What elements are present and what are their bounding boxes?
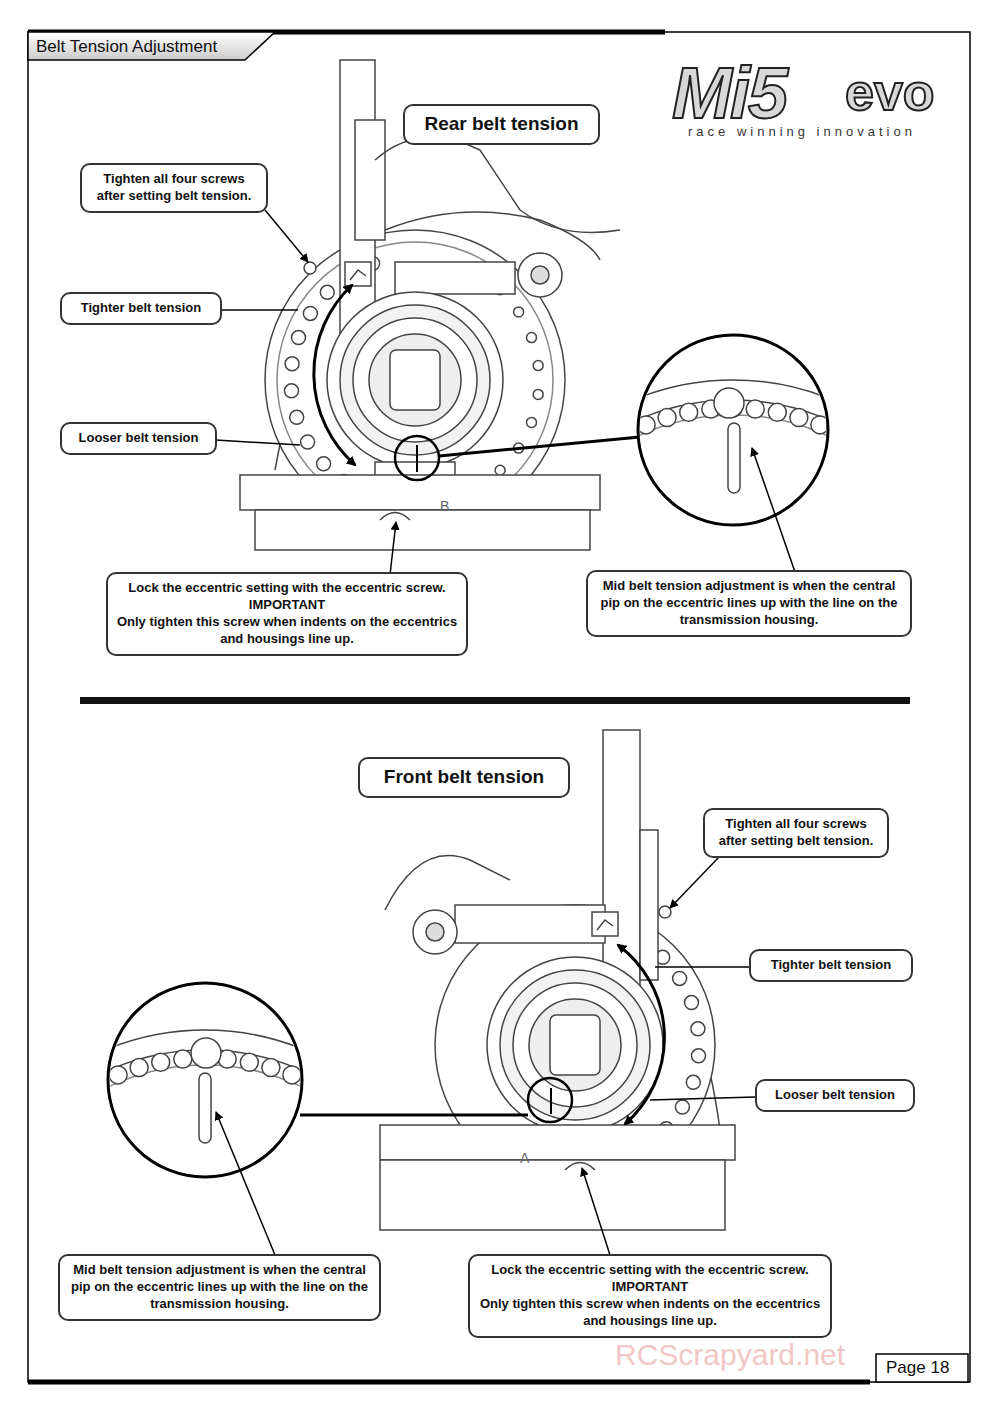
- disc-hole: [285, 384, 299, 398]
- callout-text: IMPORTANT: [116, 597, 458, 614]
- callout-text: Lock the eccentric setting with the ecce…: [116, 580, 458, 597]
- disc-hole: [495, 465, 505, 475]
- watermark: RCScrapyard.net: [615, 1338, 845, 1372]
- disc-hole: [174, 1050, 192, 1068]
- disc-hole: [130, 1059, 148, 1077]
- section-heading: Front belt tension: [358, 757, 570, 798]
- rear-transmission-drawing: [240, 60, 620, 550]
- disc-hole: [692, 1049, 706, 1063]
- disc-hole: [527, 333, 537, 343]
- disc-hole: [514, 307, 524, 317]
- callout-text: Rear belt tension: [413, 112, 590, 137]
- disc-hole: [292, 331, 306, 345]
- disc-hole: [317, 457, 331, 471]
- disc-hole: [240, 1053, 258, 1071]
- callout-box: Lock the eccentric setting with the ecce…: [468, 1254, 832, 1338]
- disc-hole: [811, 416, 829, 434]
- leader-lines: [216, 856, 755, 1255]
- page-frame: [28, 32, 970, 1382]
- front-transmission-drawing: [380, 730, 735, 1230]
- callout-box: Tighter belt tension: [749, 949, 913, 982]
- part-letter: B: [440, 498, 449, 514]
- section-heading: Rear belt tension: [403, 104, 600, 145]
- disc-hole: [285, 357, 299, 371]
- adjust-arrow: [618, 945, 664, 1124]
- callout-text: Only tighten this screw when indents on …: [116, 614, 458, 648]
- disc-hole: [673, 971, 687, 985]
- logo-mark: evo: [845, 62, 935, 122]
- callout-text: Tighten all four screws after setting be…: [90, 171, 258, 205]
- disc-hole: [680, 403, 698, 421]
- zoom-detail: [473, 380, 993, 900]
- separator-bar: [80, 697, 910, 704]
- disc-hole: [290, 410, 304, 424]
- callout-text: Only tighten this screw when indents on …: [478, 1296, 822, 1330]
- callout-box: Looser belt tension: [755, 1079, 915, 1112]
- zoom-link: [439, 437, 640, 456]
- disc-hole: [691, 1022, 705, 1036]
- disc-hole: [262, 1059, 280, 1077]
- disc-hole: [533, 389, 543, 399]
- disc-hole: [790, 409, 808, 427]
- callout-box: Tighten all four screws after setting be…: [703, 808, 889, 858]
- page-title: Belt Tension Adjustment: [36, 37, 217, 57]
- callout-text: Mid belt tension adjustment is when the …: [68, 1262, 371, 1313]
- logo-tagline: race winning innovation: [688, 124, 916, 139]
- callout-text: Looser belt tension: [765, 1087, 905, 1104]
- callout-box: Lock the eccentric setting with the ecce…: [106, 572, 468, 656]
- callout-box: Mid belt tension adjustment is when the …: [58, 1254, 381, 1321]
- callout-text: Tighten all four screws after setting be…: [713, 816, 879, 850]
- disc-hole: [320, 285, 334, 299]
- disc-hole: [527, 417, 537, 427]
- page-number-box: [876, 1354, 968, 1382]
- page-number: Page 18: [886, 1358, 949, 1378]
- callout-box: Mid belt tension adjustment is when the …: [586, 570, 912, 637]
- callout-box: Tighten all four screws after setting be…: [80, 163, 268, 213]
- disc-hole: [152, 1053, 170, 1071]
- disc-hole: [303, 306, 317, 320]
- disc-hole: [109, 1066, 127, 1084]
- callout-text: Tighter belt tension: [70, 300, 212, 317]
- disc-hole: [283, 1066, 301, 1084]
- disc-hole: [686, 1075, 700, 1089]
- disc-hole: [685, 996, 699, 1010]
- disc-hole: [658, 409, 676, 427]
- disc-hole: [301, 435, 315, 449]
- callout-text: Looser belt tension: [70, 430, 207, 447]
- callout-box: Looser belt tension: [60, 422, 217, 455]
- callout-box: Tighter belt tension: [60, 292, 222, 325]
- zoom-detail: [0, 1030, 465, 1406]
- disc-hole: [533, 361, 543, 371]
- disc-hole: [675, 1100, 689, 1114]
- callout-text: Lock the eccentric setting with the ecce…: [478, 1262, 822, 1279]
- disc-hole: [746, 400, 764, 418]
- callout-text: IMPORTANT: [478, 1279, 822, 1296]
- disc-hole: [637, 416, 655, 434]
- callout-text: Front belt tension: [368, 765, 560, 790]
- leader-lines: [216, 210, 795, 575]
- callout-text: Tighter belt tension: [759, 957, 903, 974]
- disc-hole: [768, 403, 786, 421]
- zoom-link: [300, 1114, 528, 1117]
- logo-mark: Mi5: [672, 52, 786, 134]
- callout-text: Mid belt tension adjustment is when the …: [596, 578, 902, 629]
- adjust-arrow: [314, 285, 355, 465]
- part-letter: A: [520, 1150, 529, 1166]
